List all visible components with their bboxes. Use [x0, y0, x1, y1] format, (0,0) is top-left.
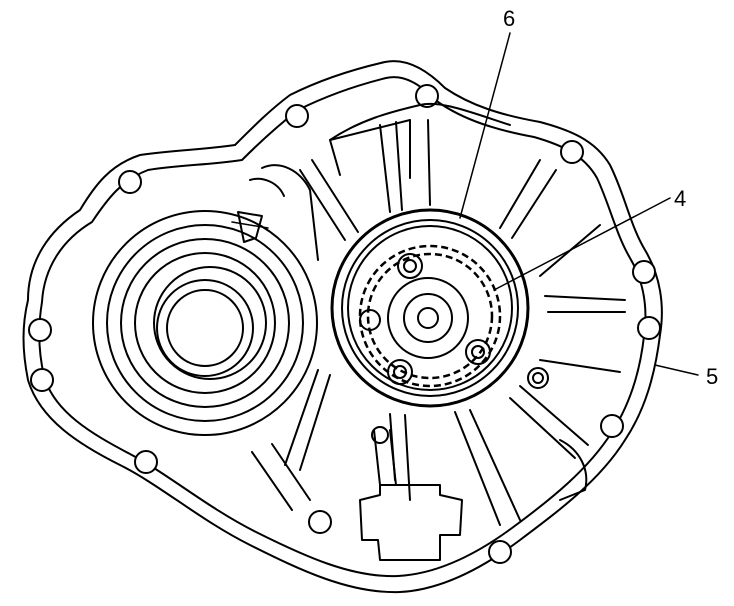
callout-6: 6 [503, 6, 515, 31]
bearing-bore [330, 208, 530, 408]
bolt-hole [28, 318, 52, 342]
bolt-hole [600, 414, 624, 438]
case-ribs [249, 102, 626, 526]
callout-4: 4 [674, 186, 686, 211]
bolt-holes [28, 84, 661, 564]
inner-hub [359, 253, 491, 385]
snap-ring [358, 244, 502, 388]
leader-line-4 [493, 197, 671, 291]
bolt-hole [488, 540, 512, 564]
bolt-hole [308, 510, 332, 534]
bolt-hole [637, 316, 661, 340]
bolt-hole [30, 368, 54, 392]
leader-lines [459, 32, 699, 376]
bottom-bracket [359, 426, 463, 561]
bolt-hole [632, 260, 656, 284]
right-boss [527, 367, 588, 501]
leader-line-6 [459, 32, 511, 219]
bolt-hole [118, 170, 142, 194]
bolt-hole [285, 104, 309, 128]
bolt-hole [134, 450, 158, 474]
left-bore [92, 210, 318, 436]
bolt-hole [415, 84, 439, 108]
housing-outline [22, 60, 663, 594]
bolt-hole [560, 140, 584, 164]
callout-5: 5 [706, 364, 718, 389]
leader-line-5 [654, 364, 699, 376]
